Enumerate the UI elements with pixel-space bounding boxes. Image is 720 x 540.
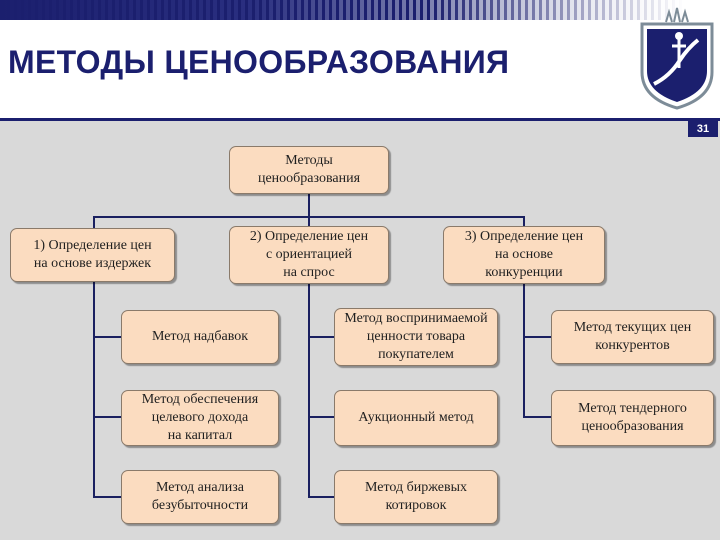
method-tender-pricing: Метод тендерного ценообразования bbox=[551, 390, 714, 446]
root-node-label: Методы ценообразования bbox=[257, 153, 361, 186]
method-markup-label: Метод надбавок bbox=[151, 329, 249, 344]
connector-cost-1 bbox=[93, 336, 121, 338]
connector-cost-trunk bbox=[93, 280, 95, 498]
method-exchange-quotes-label: Метод биржевых котировок bbox=[365, 480, 467, 513]
root-node: Методы ценообразования bbox=[229, 146, 389, 194]
connector-demand-1 bbox=[308, 336, 334, 338]
category-demand-based: 2) Определение цен с ориентацией на спро… bbox=[229, 226, 389, 284]
method-auction-label: Аукционный метод bbox=[358, 410, 474, 425]
connector-demand-2 bbox=[308, 416, 334, 418]
category-cost-based-label: 1) Определение цен на основе издержек bbox=[33, 238, 152, 271]
method-perceived-value: Метод воспринимаемой ценности товара пок… bbox=[334, 308, 498, 366]
method-current-prices-label: Метод текущих цен конкурентов bbox=[573, 320, 692, 353]
category-demand-based-label: 2) Определение цен с ориентацией на спро… bbox=[249, 229, 369, 280]
category-competition-based: 3) Определение цен на основе конкуренции bbox=[443, 226, 605, 284]
method-exchange-quotes: Метод биржевых котировок bbox=[334, 470, 498, 524]
method-target-return-label: Метод обеспечения целевого дохода на кап… bbox=[141, 392, 259, 443]
university-logo-icon bbox=[640, 7, 714, 110]
connector-cat3-drop bbox=[523, 216, 525, 228]
connector-root-down bbox=[308, 192, 310, 217]
method-target-return: Метод обеспечения целевого дохода на кап… bbox=[121, 390, 279, 446]
connector-demand-3 bbox=[308, 496, 334, 498]
method-tender-pricing-label: Метод тендерного ценообразования bbox=[578, 401, 687, 434]
category-cost-based: 1) Определение цен на основе издержек bbox=[10, 228, 175, 282]
page-title: МЕТОДЫ ЦЕНООБРАЗОВАНИЯ bbox=[8, 44, 510, 80]
category-competition-based-label: 3) Определение цен на основе конкуренции bbox=[464, 229, 584, 280]
header-stripe-band bbox=[0, 0, 720, 20]
connector-demand-trunk bbox=[308, 282, 310, 498]
method-break-even: Метод анализа безубыточности bbox=[121, 470, 279, 524]
connector-cat1-drop bbox=[93, 216, 95, 230]
method-break-even-label: Метод анализа безубыточности bbox=[151, 480, 249, 513]
method-auction: Аукционный метод bbox=[334, 390, 498, 446]
connector-cost-3 bbox=[93, 496, 121, 498]
connector-competition-1 bbox=[523, 336, 551, 338]
method-perceived-value-label: Метод воспринимаемой ценности товара пок… bbox=[344, 311, 488, 362]
connector-competition-2 bbox=[523, 416, 551, 418]
connector-cost-2 bbox=[93, 416, 121, 418]
connector-competition-trunk bbox=[523, 282, 525, 418]
page-number: 31 bbox=[688, 121, 718, 137]
method-current-prices: Метод текущих цен конкурентов bbox=[551, 310, 714, 364]
method-markup: Метод надбавок bbox=[121, 310, 279, 364]
connector-cat2-drop bbox=[308, 216, 310, 228]
header-divider bbox=[0, 118, 720, 121]
